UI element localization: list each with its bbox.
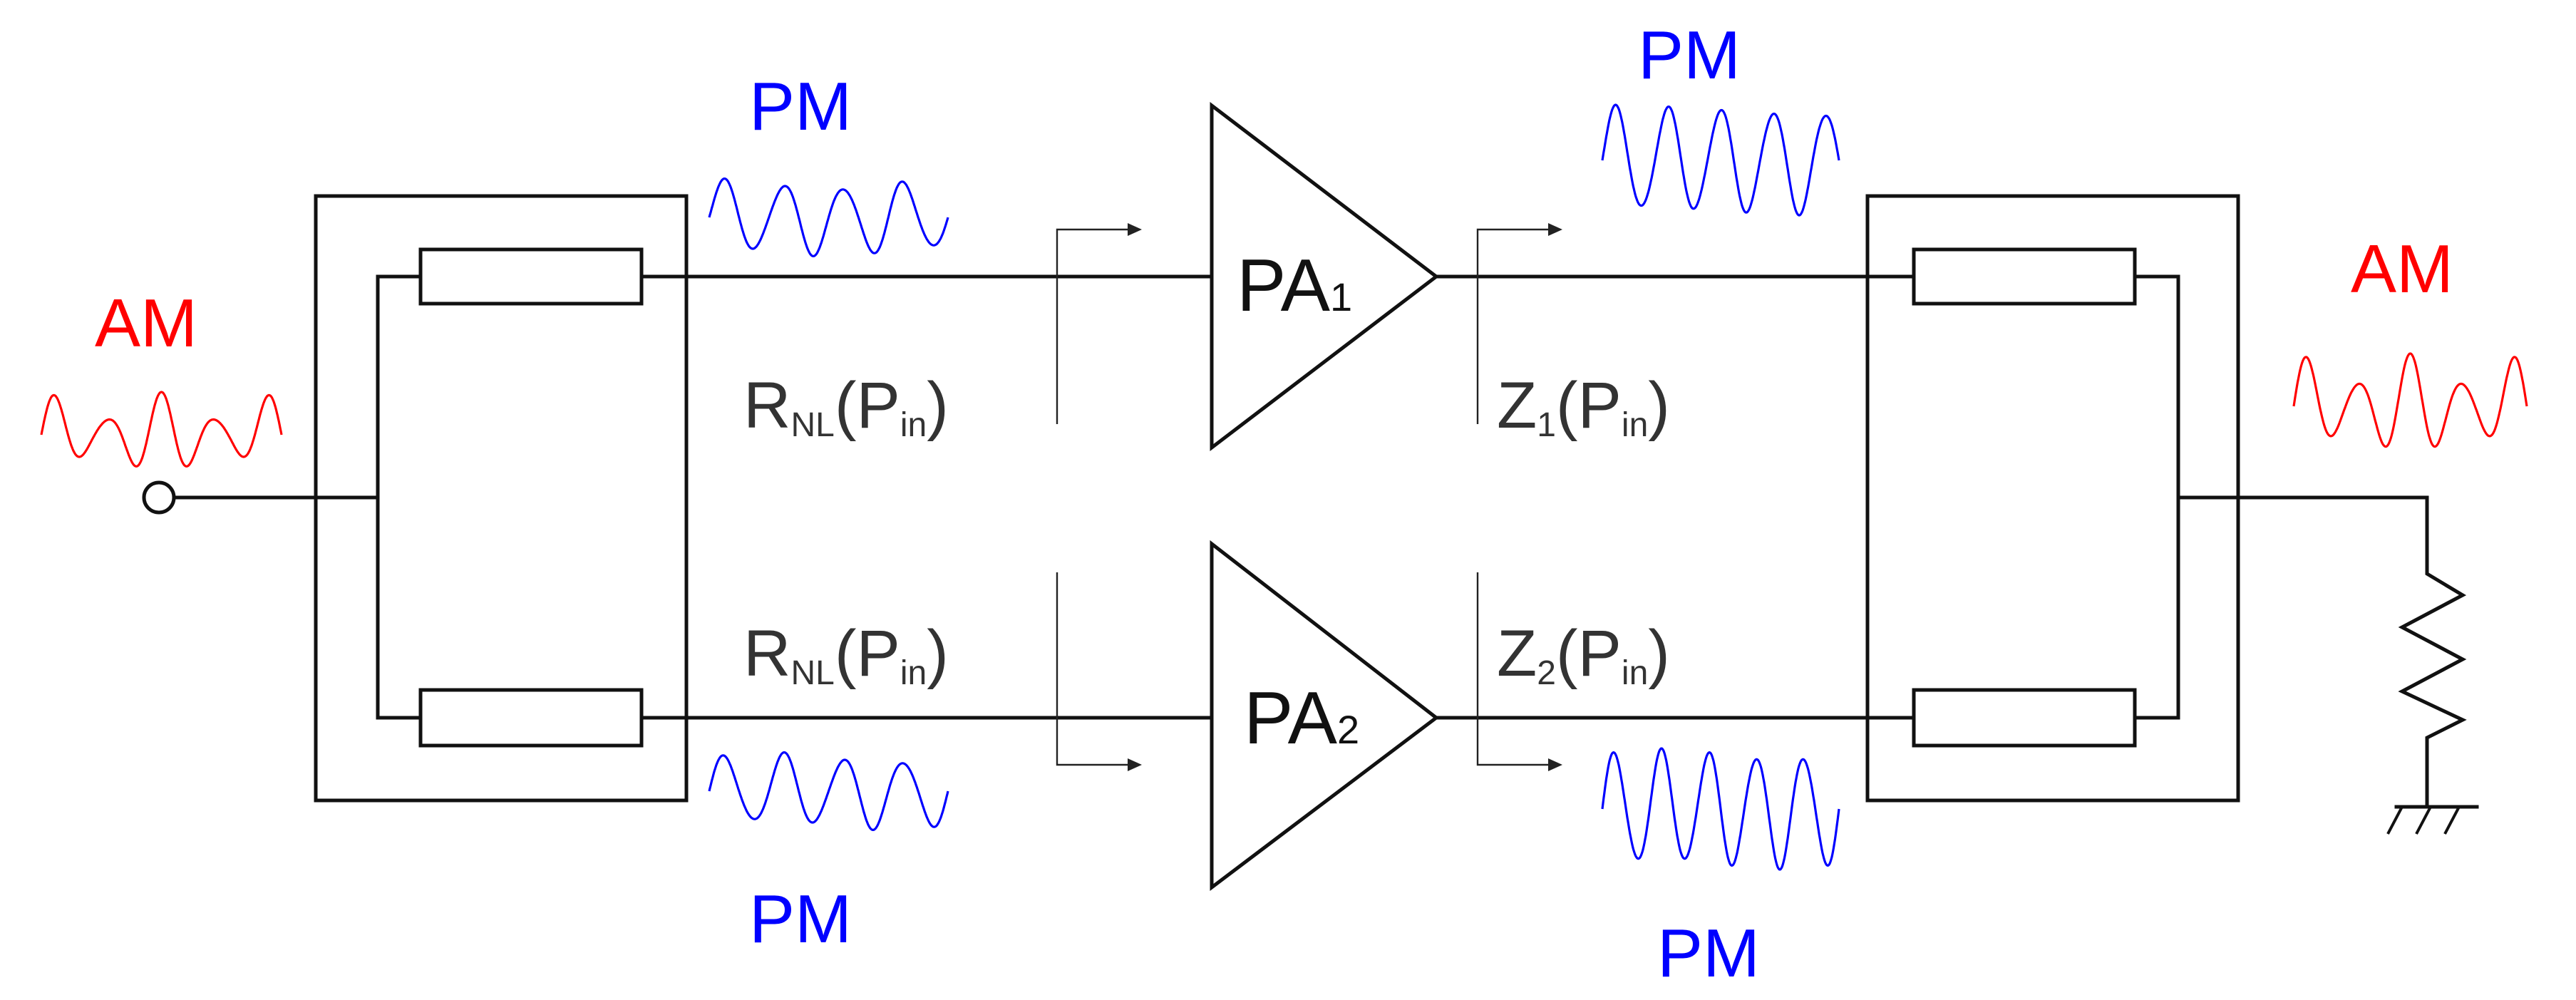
pm-lower-input-label: PM [749, 881, 852, 957]
z1-arrow [1476, 228, 1557, 424]
z1-arrowhead [1548, 223, 1562, 236]
z2-label: Z2(Pin) [1497, 617, 1670, 692]
z2-arrowhead [1548, 758, 1562, 771]
pm-upper-output-label: PM [1638, 17, 1741, 93]
rnl-upper-arrowhead [1128, 223, 1142, 236]
pm-upper-output-waveform [1601, 103, 1840, 217]
am-output-label: AM [2351, 231, 2453, 307]
pm-lower-output-waveform [1601, 747, 1840, 871]
rnl-lower-label: RNL(Pin) [743, 617, 949, 692]
pa2-label-main: PA [1244, 677, 1338, 760]
rnl-upper-label: RNL(Pin) [743, 369, 949, 444]
pa2-amplifier [1210, 540, 1440, 892]
combiner-upper-line [1912, 247, 2137, 306]
am-output-waveform [2292, 352, 2528, 448]
pa2-label: PA2 [1244, 677, 1359, 760]
splitter-lower-line [418, 688, 644, 748]
z1-label: Z1(Pin) [1497, 369, 1670, 444]
am-input-label: AM [95, 285, 197, 361]
pm-upper-input-label: PM [749, 68, 852, 145]
z2-arrow [1476, 572, 1557, 766]
pm-lower-output-label: PM [1657, 915, 1760, 991]
rnl-lower-arrow [1056, 572, 1137, 766]
load-resistor [2398, 495, 2467, 809]
pa1-amplifier [1210, 101, 1440, 452]
pm-upper-input-waveform [708, 177, 949, 258]
pa1-label-main: PA [1237, 244, 1331, 327]
rnl-lower-arrowhead [1128, 758, 1142, 771]
pa1-label: PA1 [1237, 244, 1352, 327]
combiner-lower-line [1912, 688, 2137, 748]
rnl-upper-arrow [1056, 228, 1137, 424]
pa1-label-sub: 1 [1330, 274, 1352, 319]
pm-lower-input-waveform [708, 751, 949, 832]
input-terminal [142, 480, 176, 515]
ground-icon [2386, 805, 2479, 835]
splitter-upper-line [418, 247, 644, 306]
pa2-label-sub: 2 [1337, 707, 1359, 752]
am-input-waveform [40, 391, 283, 468]
